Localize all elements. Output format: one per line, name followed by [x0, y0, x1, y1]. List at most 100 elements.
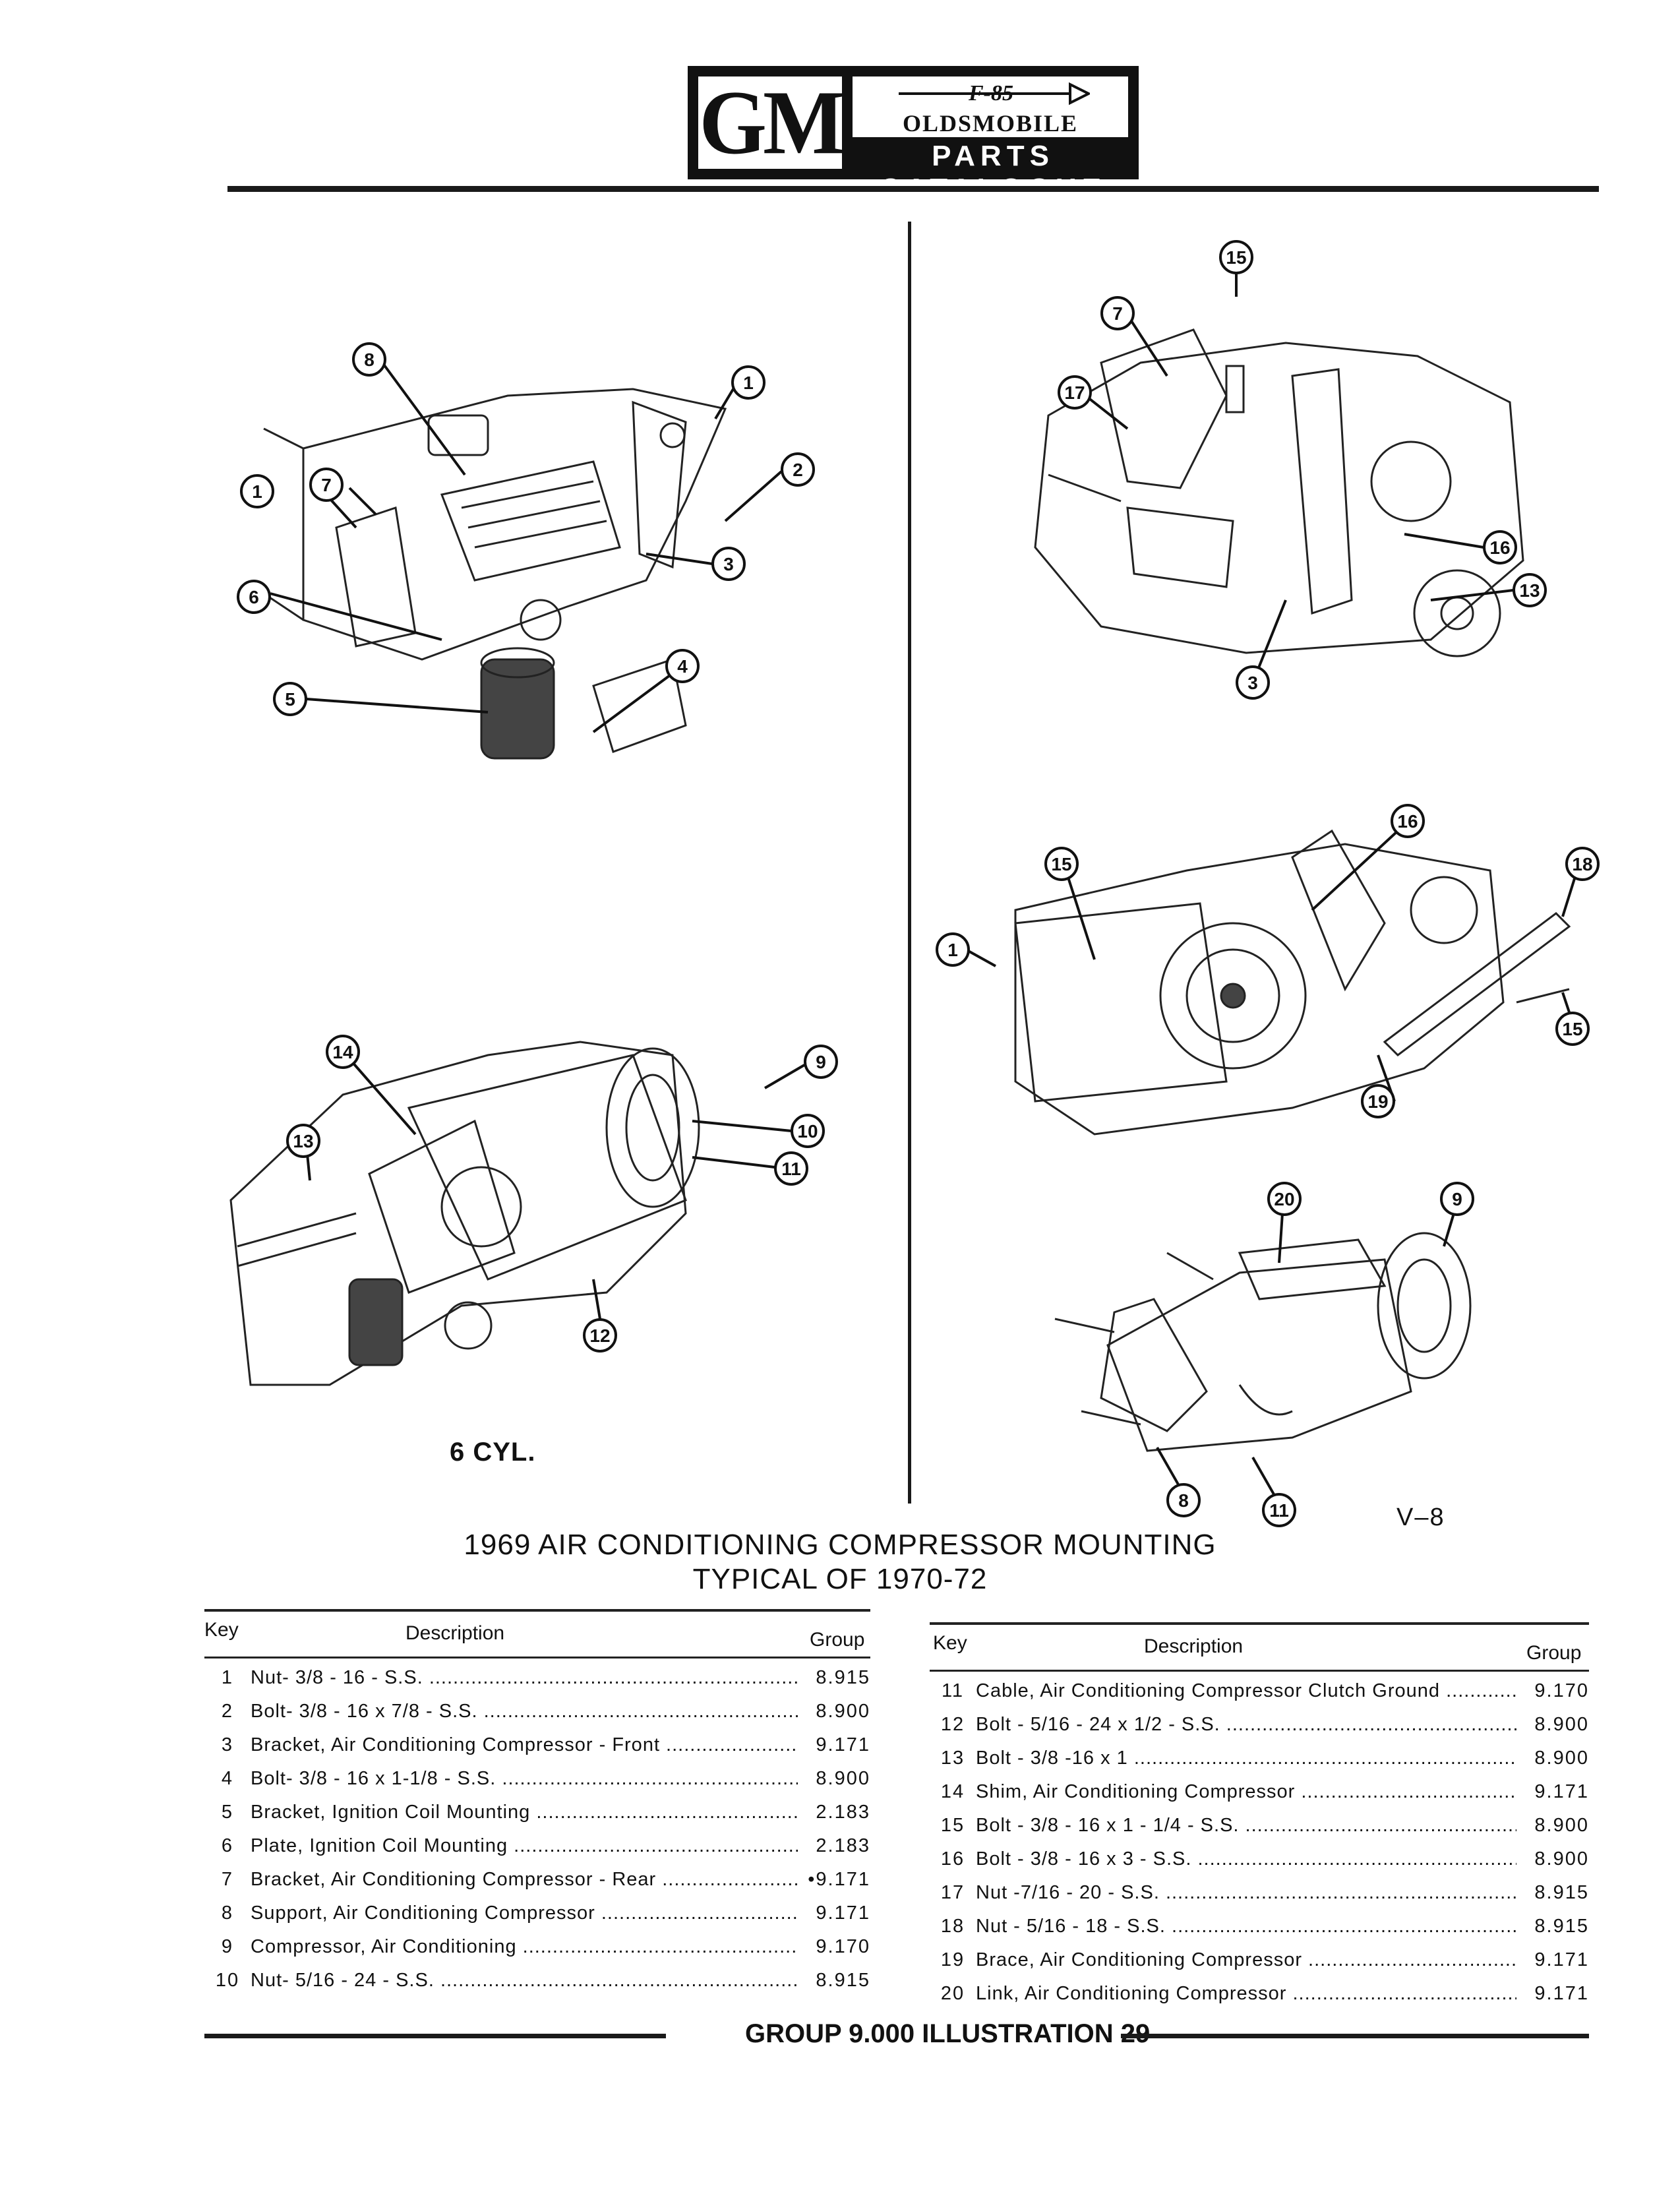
svg-text:3: 3	[723, 554, 734, 574]
part-description: Bolt - 3/8 - 16 x 1 - 1/4 - S.S.	[976, 1815, 1516, 1837]
svg-text:12: 12	[589, 1325, 610, 1346]
svg-text:2: 2	[793, 460, 803, 480]
page-subtitle: TYPICAL OF 1970-72	[692, 1563, 988, 1595]
callout-5: 5	[273, 682, 307, 716]
callout-15: 15	[1555, 1012, 1590, 1046]
callout-16: 16	[1391, 804, 1425, 838]
part-description: Plate, Ignition Coil Mounting	[251, 1835, 798, 1857]
part-key: 5	[221, 1801, 234, 1823]
center-divider	[908, 222, 911, 1504]
gm-logo-box: GM	[698, 76, 845, 169]
left-col-description-header: Description	[405, 1622, 505, 1644]
part-description: Nut -7/16 - 20 - S.S.	[976, 1882, 1516, 1904]
part-description: Brace, Air Conditioning Compressor	[976, 1949, 1516, 1971]
callout-17: 17	[1058, 375, 1092, 410]
right-col-description-header: Description	[1144, 1635, 1244, 1657]
callout-14: 14	[326, 1035, 360, 1069]
svg-text:6: 6	[249, 587, 259, 607]
f85-arrow-logo: F-85	[899, 81, 1090, 106]
part-key: 14	[940, 1780, 965, 1802]
parts-catalogue-text: PARTS CATALOGUE	[879, 140, 1107, 205]
engine-drawing	[263, 388, 727, 760]
svg-text:14: 14	[332, 1042, 353, 1062]
part-group: 9.171	[816, 1902, 870, 1924]
callout-6: 6	[237, 580, 271, 614]
part-key: 3	[221, 1734, 234, 1755]
part-group: 8.900	[1534, 1747, 1589, 1769]
part-group: 9.171	[1534, 1949, 1589, 1970]
illustration-v8-rear-bracket: 15 7 17 16 13 3	[1034, 240, 1547, 700]
oldsmobile-text: OLDSMOBILE	[902, 110, 1079, 137]
left-col-group-header: Group	[810, 1629, 865, 1651]
part-group: 9.170	[816, 1935, 870, 1957]
svg-text:15: 15	[1562, 1019, 1582, 1039]
part-key: 15	[940, 1814, 965, 1836]
callout-1: 1	[240, 474, 274, 508]
callout-20: 20	[1267, 1182, 1302, 1216]
callout-7: 7	[1100, 296, 1135, 330]
svg-text:8: 8	[364, 350, 375, 370]
part-description: Bolt - 5/16 - 24 x 1/2 - S.S.	[976, 1714, 1516, 1736]
svg-text:13: 13	[293, 1131, 313, 1151]
part-description: Bolt - 3/8 - 16 x 3 - S.S.	[976, 1848, 1516, 1870]
svg-text:9: 9	[816, 1052, 826, 1072]
svg-text:5: 5	[285, 689, 295, 710]
svg-text:19: 19	[1367, 1091, 1388, 1112]
engine-drawing	[1054, 1232, 1472, 1452]
svg-text:1: 1	[252, 481, 262, 502]
callouts: 16 15 18 1 15 19	[936, 804, 1600, 1118]
illustration-6cyl-coil-bracket: 8 1 7 1 2 6 3 4 5	[237, 342, 815, 760]
part-key: 11	[941, 1680, 965, 1701]
svg-text:13: 13	[1519, 580, 1540, 601]
callouts: 8 1 7 1 2 6 3 4 5	[237, 342, 815, 733]
svg-text:15: 15	[1051, 854, 1071, 874]
callout-9: 9	[804, 1045, 838, 1079]
part-key: 20	[940, 1982, 965, 2004]
part-key: 17	[940, 1881, 965, 1903]
header-rule	[227, 186, 1599, 192]
part-key: 7	[221, 1868, 234, 1890]
right-col-group-header: Group	[1526, 1642, 1582, 1664]
part-description: Bolt- 3/8 - 16 x 1-1/8 - S.S.	[251, 1768, 798, 1790]
callout-3: 3	[1236, 665, 1270, 700]
callout-18: 18	[1565, 847, 1600, 881]
engine-drawing	[1034, 328, 1524, 657]
part-key: 8	[221, 1902, 234, 1924]
callout-3: 3	[711, 547, 746, 581]
callouts: 15 7 17 16 13 3	[1058, 240, 1547, 700]
page-title: 1969 AIR CONDITIONING COMPRESSOR MOUNTIN…	[464, 1529, 1216, 1561]
callout-11: 11	[774, 1151, 808, 1186]
left-table-top-rule	[204, 1609, 870, 1612]
callout-13: 13	[1513, 573, 1547, 607]
callout-4: 4	[665, 649, 700, 683]
callout-8: 8	[352, 342, 386, 377]
svg-text:20: 20	[1274, 1189, 1294, 1209]
svg-text:11: 11	[781, 1159, 801, 1179]
right-col-key-header: Key	[933, 1632, 967, 1654]
part-description: Bolt- 3/8 - 16 x 7/8 - S.S.	[251, 1701, 798, 1722]
part-key: 16	[940, 1848, 965, 1870]
svg-text:11: 11	[1269, 1500, 1289, 1521]
part-description: Nut- 3/8 - 16 - S.S.	[251, 1667, 798, 1689]
part-group: 8.915	[1534, 1915, 1589, 1937]
oldsmobile-parts-catalogue-logo: GM F-85 OLDSMOBILE PARTS CATALOGUE	[688, 66, 1139, 205]
part-key: 13	[940, 1747, 965, 1769]
svg-text:8: 8	[1178, 1490, 1189, 1511]
footer-rule-left	[204, 2034, 666, 2038]
svg-text:16: 16	[1397, 811, 1418, 832]
callouts: 14 9 13 10 11 12	[286, 1035, 838, 1353]
label-v8: V–8	[1396, 1504, 1445, 1531]
svg-text:10: 10	[797, 1121, 818, 1141]
part-group: 8.915	[816, 1666, 870, 1688]
